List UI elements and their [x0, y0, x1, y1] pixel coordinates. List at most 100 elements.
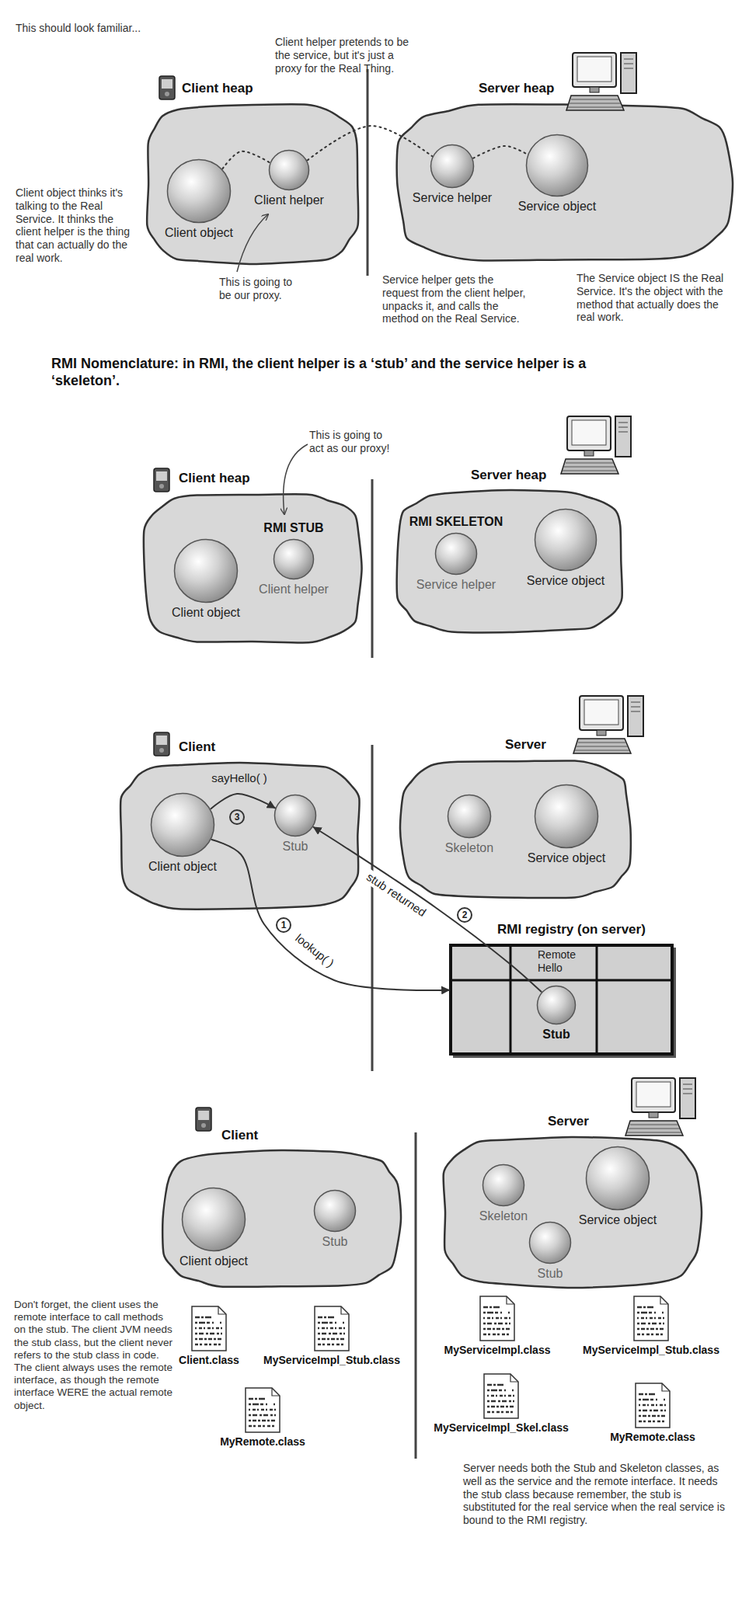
- node-outline: [525, 133, 589, 198]
- object-ball: [167, 160, 231, 223]
- stub-circle: Stub: [536, 985, 577, 1026]
- object-label: Service object: [518, 198, 597, 214]
- skeleton-circle: RMI SKELETONService helper: [434, 532, 478, 576]
- file-name: MyServiceImpl_Skel.class: [433, 1421, 569, 1436]
- heap-region: Client heapClient objectClient helper: [142, 101, 363, 268]
- file-fold: [660, 1296, 669, 1305]
- region-heading: Client heap: [181, 80, 254, 97]
- text-holder: Client helper: [151, 192, 427, 208]
- object-circle: Client object: [181, 1187, 247, 1253]
- node-outline: [173, 538, 239, 604]
- file-code-marks: [483, 1334, 511, 1337]
- file-code-marks: [638, 1399, 666, 1402]
- text-holder: Client object: [56, 605, 356, 621]
- file-page: [635, 1383, 670, 1429]
- class-file: MyServiceImpl_Skel.class: [483, 1373, 520, 1420]
- text-holder: Client object: [33, 859, 332, 875]
- file-code-marks: [487, 1406, 515, 1409]
- file-code-marks: [317, 1327, 345, 1331]
- heap-outline: [443, 1137, 702, 1289]
- edge-label: lookup( ): [290, 930, 338, 972]
- text-holder: Remote Hello: [537, 948, 586, 976]
- file-code-marks: [487, 1384, 509, 1387]
- class-file: MyServiceImpl_Stub.class: [313, 1306, 350, 1352]
- text-holder: Client heap: [178, 470, 251, 487]
- file-code-marks: [637, 1312, 665, 1315]
- file-name: MyServiceImpl_Stub.class: [263, 1354, 401, 1368]
- stub-circle: Stub: [528, 1221, 572, 1265]
- object-label: Skeleton: [445, 840, 494, 856]
- file-code-marks: [638, 1410, 666, 1413]
- text-holder: Server heap: [470, 467, 547, 484]
- file-name: Client.class: [178, 1354, 240, 1368]
- annotation-note: Client helper pretends to be the service…: [275, 35, 417, 75]
- skeleton-circle: Skeleton: [446, 794, 492, 840]
- object-label: Stub: [322, 1234, 349, 1250]
- file-name: MyRemote.class: [609, 1431, 696, 1445]
- object-circle: Client object: [173, 538, 239, 604]
- node-outline: [191, 1306, 227, 1352]
- heap-outline: [397, 490, 623, 633]
- text-holder: MyRemote.class: [128, 1435, 398, 1450]
- file-page: [634, 1296, 669, 1342]
- note-holder: Service helper gets the request from the…: [382, 273, 532, 326]
- object-label: Stub: [537, 1266, 564, 1282]
- object-ball: [526, 135, 589, 197]
- file-code-marks: [487, 1390, 515, 1393]
- object-circle: Client object: [149, 792, 216, 858]
- file-code-marks: [638, 1415, 666, 1418]
- node-outline: [446, 794, 492, 840]
- stub-circle: Stub: [273, 794, 318, 838]
- text-holder: MyServiceImpl_Stub.class: [516, 1343, 749, 1358]
- heap-outline: [146, 104, 359, 265]
- node-outline: [181, 1187, 247, 1253]
- object-ball: [151, 794, 215, 857]
- heap-region: Client heapClient objectRMI STUBClient h…: [139, 491, 366, 647]
- file-fold: [271, 1388, 280, 1397]
- heap-outline: [162, 1150, 401, 1288]
- callout-number: 2: [456, 907, 473, 924]
- class-file: MyServiceImpl_Stub.class: [633, 1295, 669, 1342]
- node-outline: [273, 794, 318, 838]
- file-code-marks: [483, 1323, 511, 1326]
- file-name: MyServiceImpl_Stub.class: [582, 1344, 720, 1358]
- heap-region: Server heapRMI SKELETONService helperSer…: [393, 487, 627, 636]
- file-fold: [510, 1374, 519, 1383]
- part-name: RMI SKELETON: [409, 514, 504, 530]
- node-outline: [429, 143, 475, 189]
- handheld-icon: [159, 76, 175, 100]
- node-outline: [434, 532, 478, 576]
- file-code-marks: [637, 1306, 659, 1310]
- file-code-marks: [483, 1312, 511, 1315]
- heap-outline: [120, 762, 360, 910]
- heap-outline: [400, 760, 631, 899]
- node-outline: [149, 792, 216, 858]
- note-holder: This is going to be our proxy.: [219, 275, 300, 303]
- object-label: Client object: [171, 605, 241, 621]
- object-ball: [483, 1165, 525, 1207]
- edge-label: sayHello( ): [209, 771, 270, 786]
- text-holder: Client object: [64, 1254, 363, 1269]
- region-heading: Client heap: [178, 470, 251, 487]
- text-holder: Client: [221, 1128, 258, 1144]
- file-code-marks: [195, 1322, 223, 1325]
- file-code-marks: [317, 1322, 345, 1325]
- text-holder: Server: [505, 737, 547, 753]
- object-label: Skeleton: [479, 1208, 528, 1224]
- object-label: Service object: [527, 850, 607, 866]
- note-holder: Don't forget, the client uses the remote…: [13, 1299, 175, 1413]
- file-fold: [341, 1306, 349, 1315]
- note-holder: Client helper pretends to be the service…: [275, 35, 417, 75]
- file-page: [480, 1296, 515, 1342]
- node-outline: [244, 1387, 281, 1434]
- object-label: Stub: [542, 1027, 571, 1042]
- file-name: MyServiceImpl.class: [444, 1344, 551, 1358]
- file-code-marks: [638, 1404, 666, 1408]
- file-code-marks: [637, 1334, 665, 1337]
- annotation-note: Don't forget, the client uses the remote…: [13, 1299, 175, 1413]
- heap-region: ServerSkeletonStubService object: [438, 1134, 704, 1291]
- node-outline: [536, 985, 577, 1026]
- file-code-marks: [317, 1344, 345, 1347]
- node-outline: [397, 757, 635, 902]
